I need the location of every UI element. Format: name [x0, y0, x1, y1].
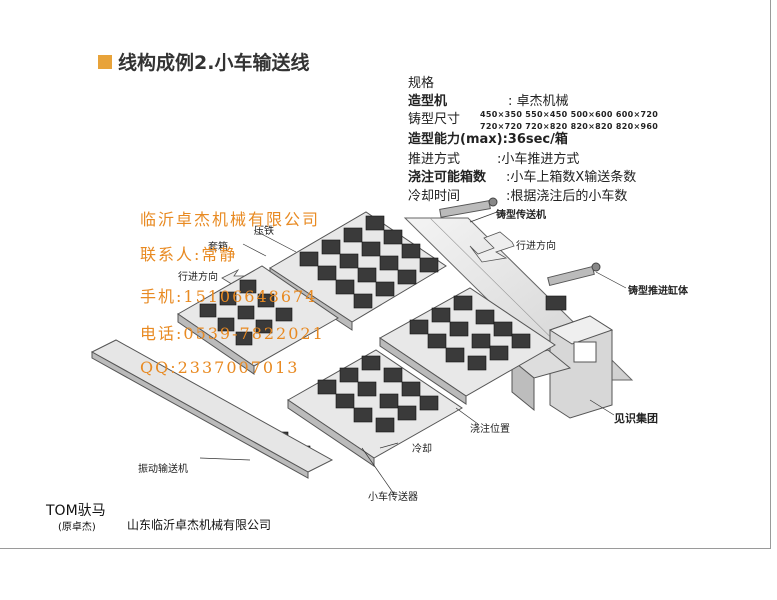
spec-header: 规格 [408, 76, 435, 91]
spec-molding-machine-label: 造型机 [408, 94, 448, 109]
spec-flask-size-label: 铸型尺寸 [408, 112, 461, 127]
title-bullet [98, 54, 112, 69]
contact-person: 联系人:常静 [140, 245, 238, 264]
production-line-illustration [90, 197, 634, 495]
footer-logo: TOM驮马 [46, 503, 106, 519]
title-row: 线构成例2.小车输送线 [98, 48, 309, 75]
spec-push-method-value: :小车推进方式 [497, 152, 580, 167]
footer-company: 山东临沂卓杰机械有限公司 [127, 518, 272, 532]
label-vibrating-conveyor: 振动输送机 [138, 464, 188, 475]
label-travel-direction-left: 行进方向 [178, 272, 218, 283]
label-pouring-position: 浇注位置 [470, 424, 510, 435]
pusher-cylinder-top [439, 197, 498, 218]
label-travel-direction-right: 行进方向 [516, 241, 556, 252]
label-jacket: 套箱 [208, 242, 228, 253]
spec-capacity: 造型能力(max):36sec/箱 [408, 132, 568, 147]
spec-molding-machine-value: : 卓杰机械 [508, 94, 569, 109]
spec-pourable-boxes-value: :小车上箱数X输送条数 [506, 170, 637, 185]
contact-mobile: 手机:15106648674 [140, 287, 318, 306]
spec-push-method-label: 推进方式 [408, 152, 461, 167]
spec-pourable-boxes-label: 浇注可能箱数 [408, 170, 487, 185]
label-mold-conveyor: 铸型传送机 [496, 210, 546, 221]
slide: 线构成例2.小车输送线 规格 造型机 : 卓杰机械 铸型尺寸 450×350 5… [0, 0, 771, 549]
arrow-right [469, 231, 515, 263]
label-car-transfer: 小车传送器 [368, 492, 418, 503]
spec-flask-size-row2: 720×720 720×820 820×820 820×960 [480, 122, 659, 131]
label-weight: 压铁 [254, 226, 274, 237]
label-brand: 见识集团 [614, 412, 658, 425]
spec-cooling-time-value: :根据浇注后的小车数 [506, 189, 628, 204]
contact-company: 临沂卓杰机械有限公司 [140, 210, 321, 229]
pusher-cylinder-right [547, 262, 601, 287]
spec-cooling-time-label: 冷却时间 [408, 189, 461, 204]
label-pusher-cylinder: 铸型推进缸体 [628, 286, 688, 297]
page-title: 线构成例2.小车输送线 [118, 52, 310, 74]
label-cooling: 冷却 [412, 444, 432, 455]
spec-flask-size-row1: 450×350 550×450 500×600 600×720 [480, 110, 659, 119]
mold-boxes [199, 215, 567, 461]
contact-phone: 电话:0539-7822021 [140, 324, 325, 343]
footer-logo-sub: (原卓杰) [58, 522, 96, 533]
contact-qq: QQ:2337007013 [140, 358, 300, 377]
